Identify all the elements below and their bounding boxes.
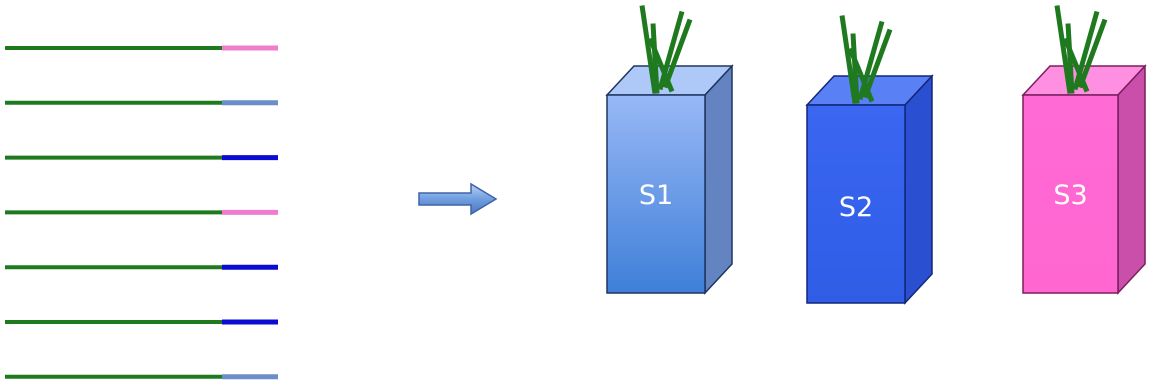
stem-bundle-icon xyxy=(1054,5,1108,94)
stem-bundle-icon xyxy=(639,5,693,94)
stem-line xyxy=(639,5,658,94)
box-label: S1 xyxy=(639,180,673,211)
box-label: S2 xyxy=(839,192,873,223)
box-s3: S3 xyxy=(1021,5,1147,295)
box-s1: S1 xyxy=(605,5,734,295)
strand-list xyxy=(5,45,278,380)
transform-arrow xyxy=(418,182,498,216)
box-side-face xyxy=(704,64,733,295)
box-s2: S2 xyxy=(805,15,934,305)
box-front-face xyxy=(1022,94,1119,294)
stem-line xyxy=(1062,37,1090,93)
stem-line xyxy=(1054,5,1073,94)
stem-line xyxy=(650,23,660,94)
box-front-face xyxy=(806,104,906,304)
stem-line xyxy=(847,47,875,103)
stem-line xyxy=(662,18,693,89)
box-side-face xyxy=(904,74,933,305)
stem-line xyxy=(850,33,860,104)
box-side-face xyxy=(1117,64,1146,295)
stem-line xyxy=(839,15,858,104)
stem-line xyxy=(862,28,893,99)
stem-line xyxy=(647,37,675,93)
box-label: S3 xyxy=(1053,180,1087,211)
box-group: S1 S2 S3 xyxy=(605,5,1147,305)
stem-line xyxy=(1065,23,1075,94)
stem-bundle-icon xyxy=(839,15,893,104)
box-front-face xyxy=(606,94,706,294)
stem-line xyxy=(1077,18,1108,89)
